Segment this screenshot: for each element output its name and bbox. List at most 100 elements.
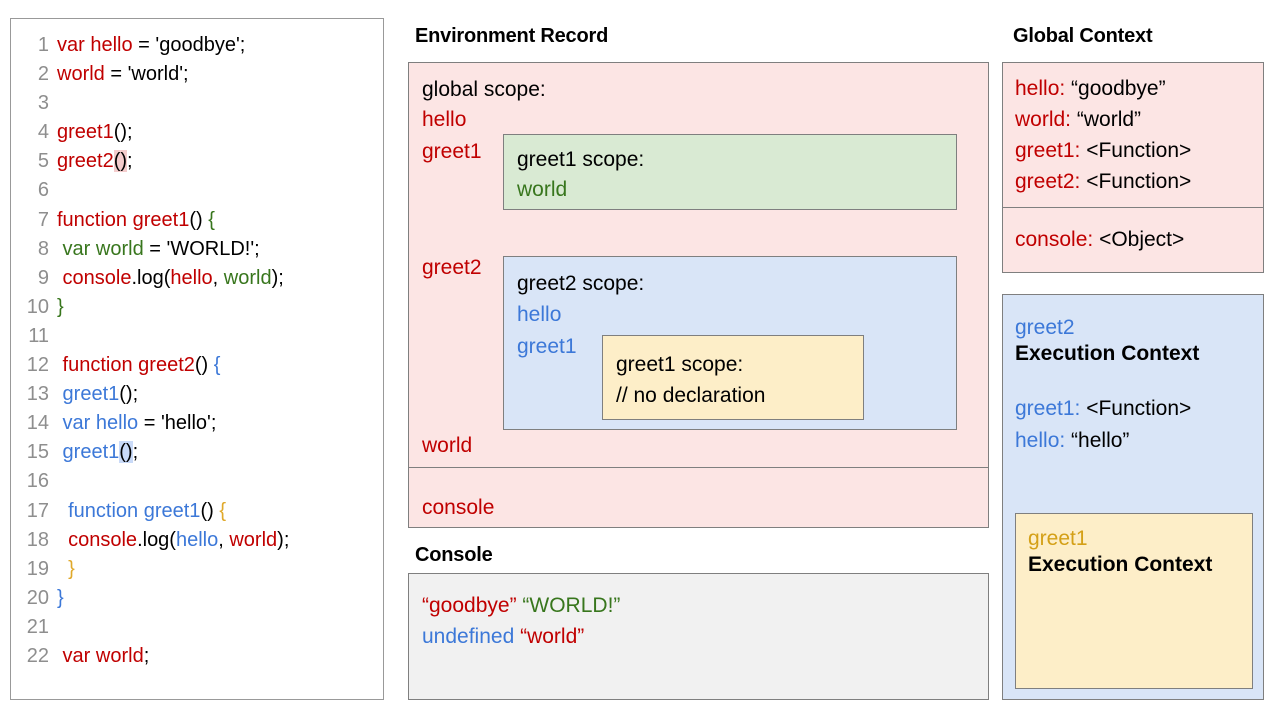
console-token: “world”: [520, 625, 585, 648]
code-line-text: var hello = 'goodbye';: [57, 31, 245, 60]
code-line-number: 14: [26, 412, 49, 435]
global-context-console-binding: console: <Object>: [1003, 208, 1263, 272]
global-context-row: greet1: <Function>: [1015, 140, 1191, 161]
greet2-scope-box: greet2 scope: hello greet1 greet1 scope:…: [503, 256, 957, 430]
code-token: .log(: [137, 528, 176, 551]
code-line-number: 20: [26, 586, 49, 609]
code-token: world: [229, 528, 278, 551]
greet2-scope-var-greet1: greet1: [517, 335, 577, 358]
code-token: {: [219, 499, 227, 522]
code-line: 14 var hello = 'hello';: [11, 409, 383, 438]
code-token: (): [194, 354, 214, 377]
code-token: var world: [57, 237, 144, 260]
code-line: 6: [11, 176, 383, 205]
code-token: world: [57, 63, 105, 86]
global-context-bindings: hello: “goodbye”world: “world”greet1: <F…: [1003, 63, 1263, 208]
code-token: var hello: [57, 34, 133, 56]
code-line-text: var world = 'WORLD!';: [57, 235, 260, 264]
code-line-number: 1: [37, 34, 49, 56]
code-token: greet2: [57, 150, 114, 173]
global-context-row: console: <Object>: [1015, 229, 1184, 250]
code-line-number: 8: [37, 237, 49, 260]
console-token: “WORLD!”: [522, 594, 621, 617]
code-line-number: 17: [26, 499, 49, 522]
code-line-text: greet1();: [57, 380, 139, 409]
code-line-text: function greet1() {: [57, 497, 226, 526]
env-binding-greet1: greet1: [422, 140, 482, 163]
code-line-text: var hello = 'hello';: [57, 409, 217, 438]
code-token: }: [57, 295, 64, 318]
greet2-context-row: greet1: <Function>: [1015, 398, 1191, 419]
code-token: function greet2: [57, 354, 195, 377]
greet2-scope-title: greet2 scope:: [517, 272, 645, 295]
code-line: 8 var world = 'WORLD!';: [11, 235, 383, 264]
code-line-number: 3: [37, 92, 49, 115]
code-line-text: }: [57, 293, 64, 322]
global-context-box: hello: “goodbye”world: “world”greet1: <F…: [1002, 62, 1264, 273]
code-token: greet1: [57, 383, 120, 406]
code-token: (): [189, 208, 209, 231]
greet1-execution-context-box: greet1 Execution Context: [1015, 513, 1253, 689]
code-token: ,: [218, 528, 230, 551]
code-line: 18 console.log(hello, world);: [11, 526, 383, 555]
greet2-execution-context-box: greet2 Execution Context greet1: <Functi…: [1002, 294, 1264, 700]
code-line-number: 10: [26, 295, 49, 318]
code-line-number: 16: [26, 470, 49, 493]
code-line-number: 21: [26, 615, 49, 638]
code-token: ();: [113, 121, 133, 144]
greet1-scope-var-world: world: [517, 178, 568, 201]
binding-value: “world”: [1076, 108, 1142, 131]
console-token: undefined: [422, 625, 521, 648]
code-line-number: 7: [37, 208, 49, 231]
code-line-number: 6: [37, 179, 49, 202]
code-token: = 'world';: [104, 63, 189, 86]
binding-key: hello:: [1015, 429, 1072, 452]
console-title: Console: [415, 544, 493, 566]
code-token: ;: [132, 441, 139, 464]
code-line-number: 22: [26, 644, 49, 667]
binding-key: console:: [1015, 228, 1100, 251]
code-line-text: function greet2() {: [57, 351, 221, 380]
code-line-text: console.log(hello, world);: [57, 526, 289, 555]
code-token: );: [271, 266, 284, 289]
global-context-row: hello: “goodbye”: [1015, 78, 1166, 99]
code-line-number: 15: [26, 441, 49, 464]
greet1-scope-title: greet1 scope:: [517, 148, 645, 171]
binding-value: “hello”: [1071, 429, 1130, 452]
inner-greet1-scope-title: greet1 scope:: [616, 353, 744, 376]
code-token: .log(: [131, 266, 171, 289]
code-token: = 'hello';: [138, 412, 217, 435]
binding-key: greet1:: [1015, 397, 1087, 420]
code-line-text: }: [57, 584, 64, 613]
code-line-number: 11: [28, 324, 49, 347]
code-line-text: greet1();: [57, 118, 133, 147]
env-binding-console: console: [422, 496, 495, 519]
global-context-row: greet2: <Function>: [1015, 171, 1191, 192]
greet1-execution-context-name: greet1: [1028, 527, 1088, 550]
code-line: 17 function greet1() {: [11, 497, 383, 526]
env-binding-greet2: greet2: [422, 256, 482, 279]
code-line-number: 5: [37, 150, 49, 173]
code-token: {: [213, 354, 221, 377]
greet2-execution-context-name: greet2: [1015, 316, 1075, 339]
console-output-box: “goodbye” “WORLD!” undefined “world”: [408, 573, 989, 700]
env-console-region: console: [409, 468, 988, 528]
binding-key: greet2:: [1015, 170, 1087, 193]
code-line: 13 greet1();: [11, 380, 383, 409]
code-token: console: [57, 266, 132, 289]
code-line: 21: [11, 613, 383, 642]
code-token: world: [223, 266, 272, 289]
code-token: (): [200, 499, 220, 522]
code-line: 20}: [11, 584, 383, 613]
code-line: 10}: [11, 293, 383, 322]
code-line-number: 2: [37, 63, 49, 86]
binding-value: <Function>: [1086, 170, 1192, 193]
code-line: 22 var world;: [11, 642, 383, 671]
binding-key: greet1:: [1015, 139, 1087, 162]
code-line: 12 function greet2() {: [11, 351, 383, 380]
code-token: ();: [119, 383, 139, 406]
code-line-text: function greet1() {: [57, 206, 215, 235]
code-token: = 'goodbye';: [132, 34, 246, 56]
code-line-text: console.log(hello, world);: [57, 264, 284, 293]
